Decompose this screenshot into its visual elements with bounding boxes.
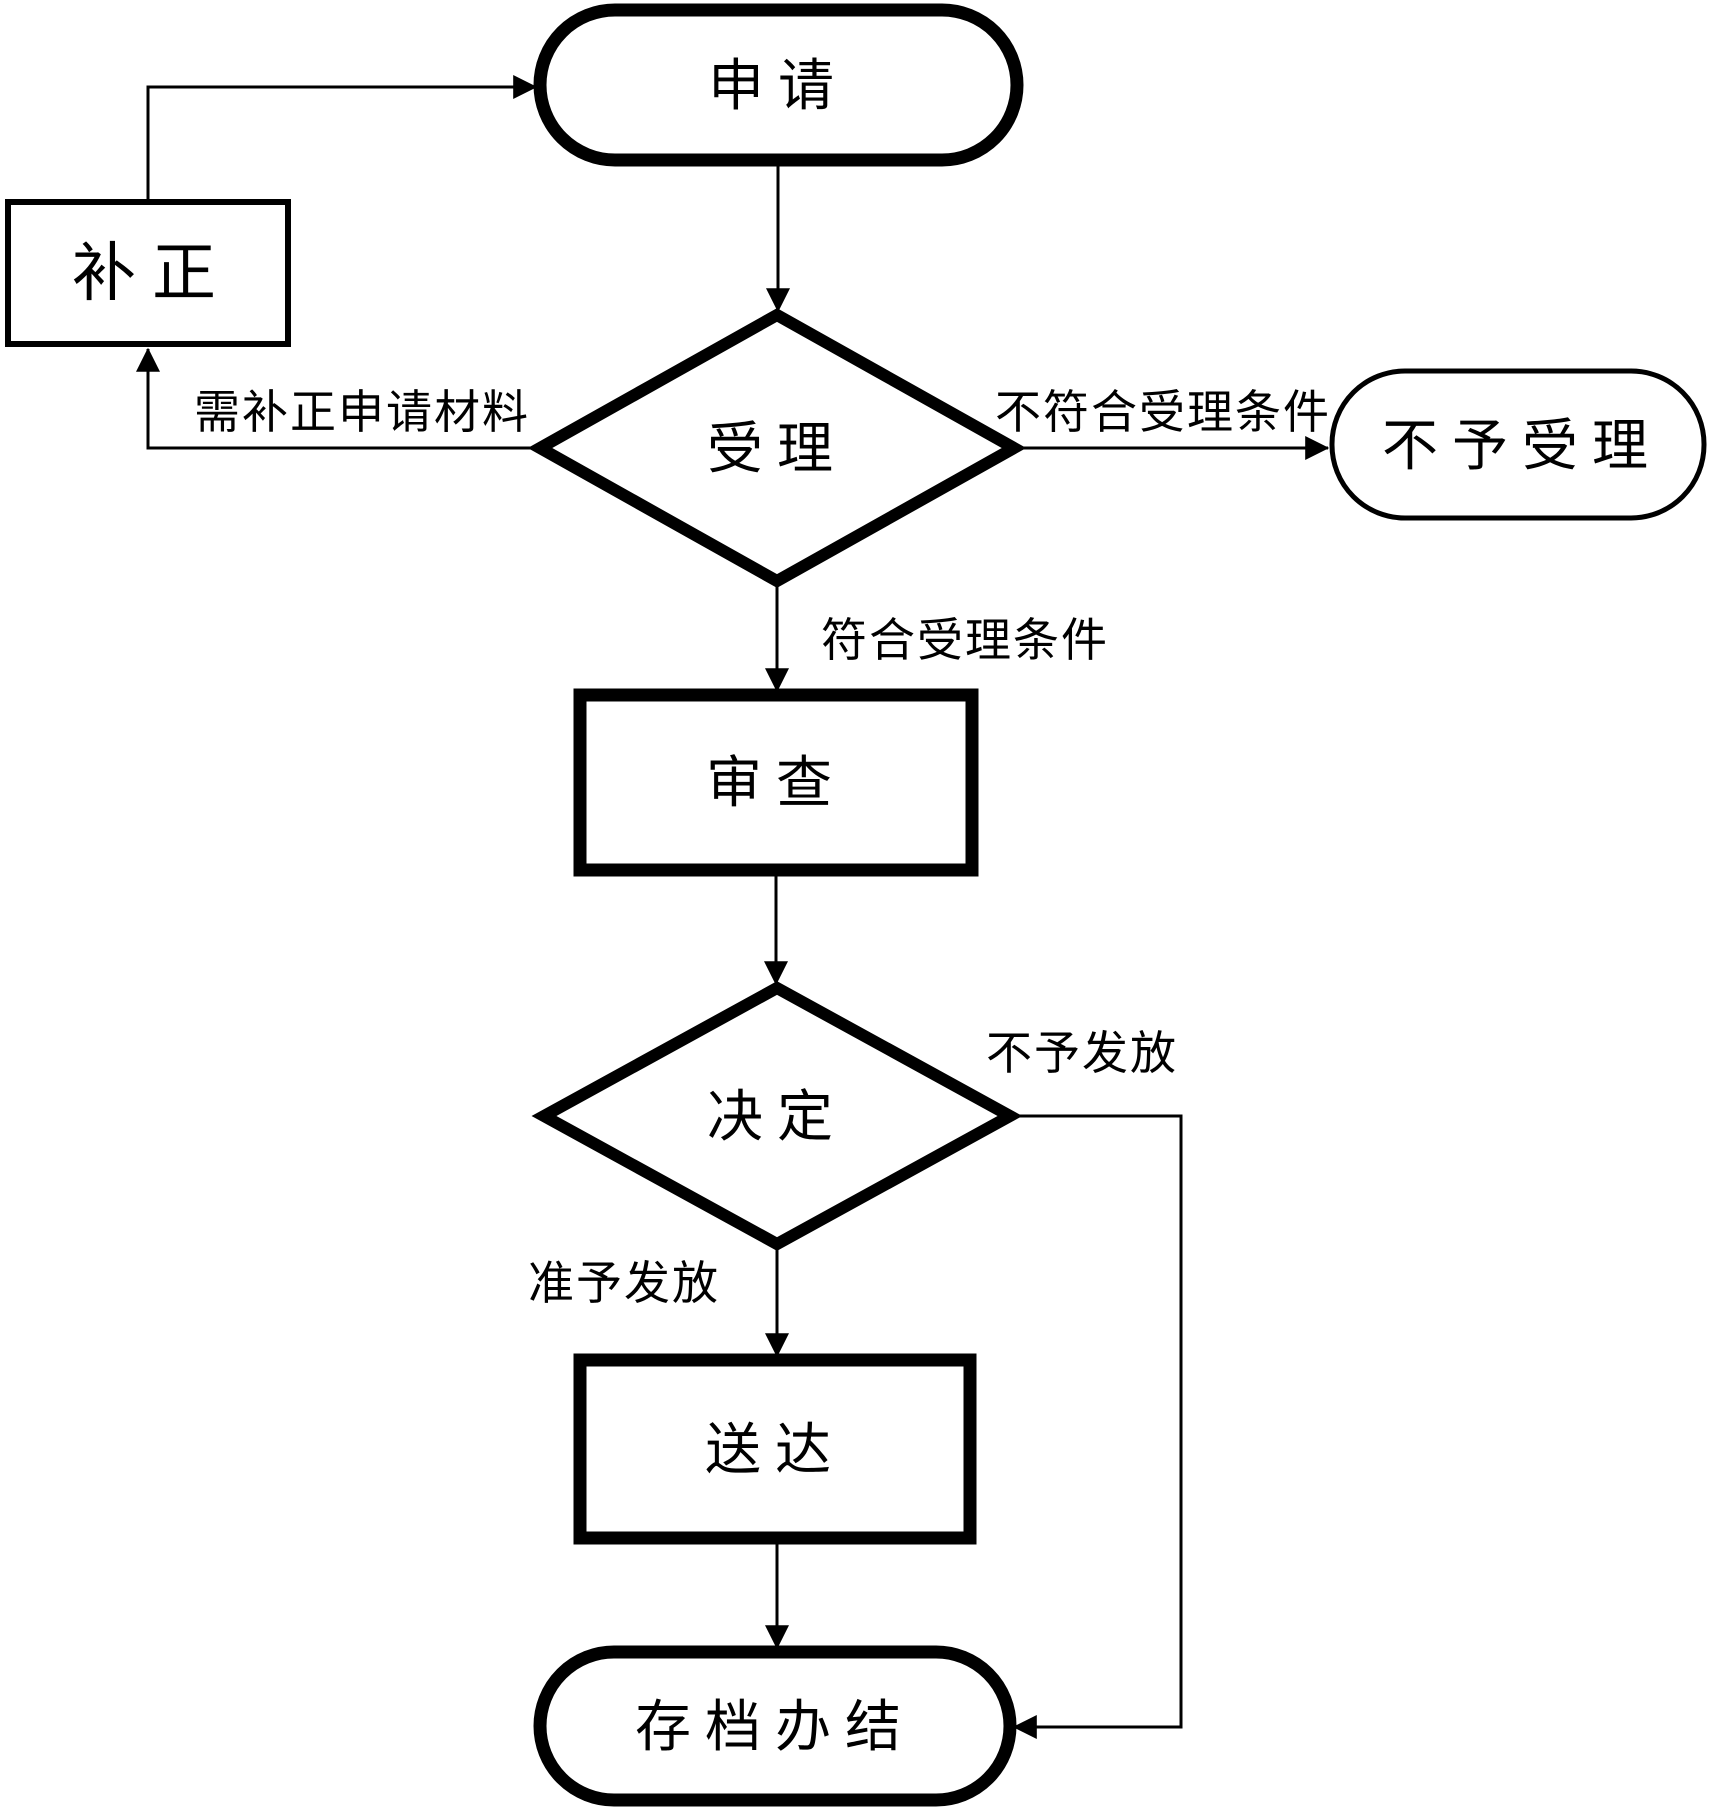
supplement-node-label: 补正 — [72, 238, 232, 309]
decision-node-label: 决定 — [707, 1087, 847, 1149]
archive-node-label: 存档办结 — [635, 1697, 915, 1759]
edge-label-approve-issue: 准予发放 — [528, 1258, 720, 1309]
not-accepted-node-shape — [1329, 368, 1707, 521]
not-accepted-node-label: 不予受理 — [1382, 416, 1662, 478]
edge-label-need-supplement: 需补正申请材料 — [194, 387, 530, 438]
node-layer — [5, 3, 1707, 1807]
edge-accept-check-to-supplement — [136, 347, 540, 450]
edge-label-layer: 需补正申请材料 不符合受理条件 符合受理条件 准予发放 不予发放 — [194, 387, 1331, 1309]
accept-check-diamond-shape — [527, 308, 1027, 588]
accept-check-node-label: 受理 — [707, 419, 847, 481]
edge-label-not-meet-conditions: 不符合受理条件 — [995, 387, 1331, 438]
review-node-label: 审查 — [706, 753, 846, 815]
supplement-node-shape — [5, 199, 291, 347]
edge-decision-to-archive — [1010, 1114, 1183, 1739]
edge-label-meet-conditions: 符合受理条件 — [821, 615, 1109, 666]
edge-supplement-to-start — [146, 75, 538, 202]
decision-diamond-shape — [531, 981, 1023, 1251]
node-label-layer: 申请 补正 受理 不予受理 审查 决定 送达 存档办结 — [72, 56, 1662, 1759]
delivery-node-label: 送达 — [705, 1420, 845, 1482]
archive-node-shape — [533, 1645, 1017, 1807]
start-node-shape — [533, 3, 1024, 167]
edge-label-no-issue: 不予发放 — [986, 1028, 1178, 1079]
start-node-label: 申请 — [708, 56, 848, 118]
edge-layer — [136, 75, 1330, 1739]
review-node-shape — [573, 688, 979, 877]
delivery-node-shape — [573, 1353, 977, 1545]
